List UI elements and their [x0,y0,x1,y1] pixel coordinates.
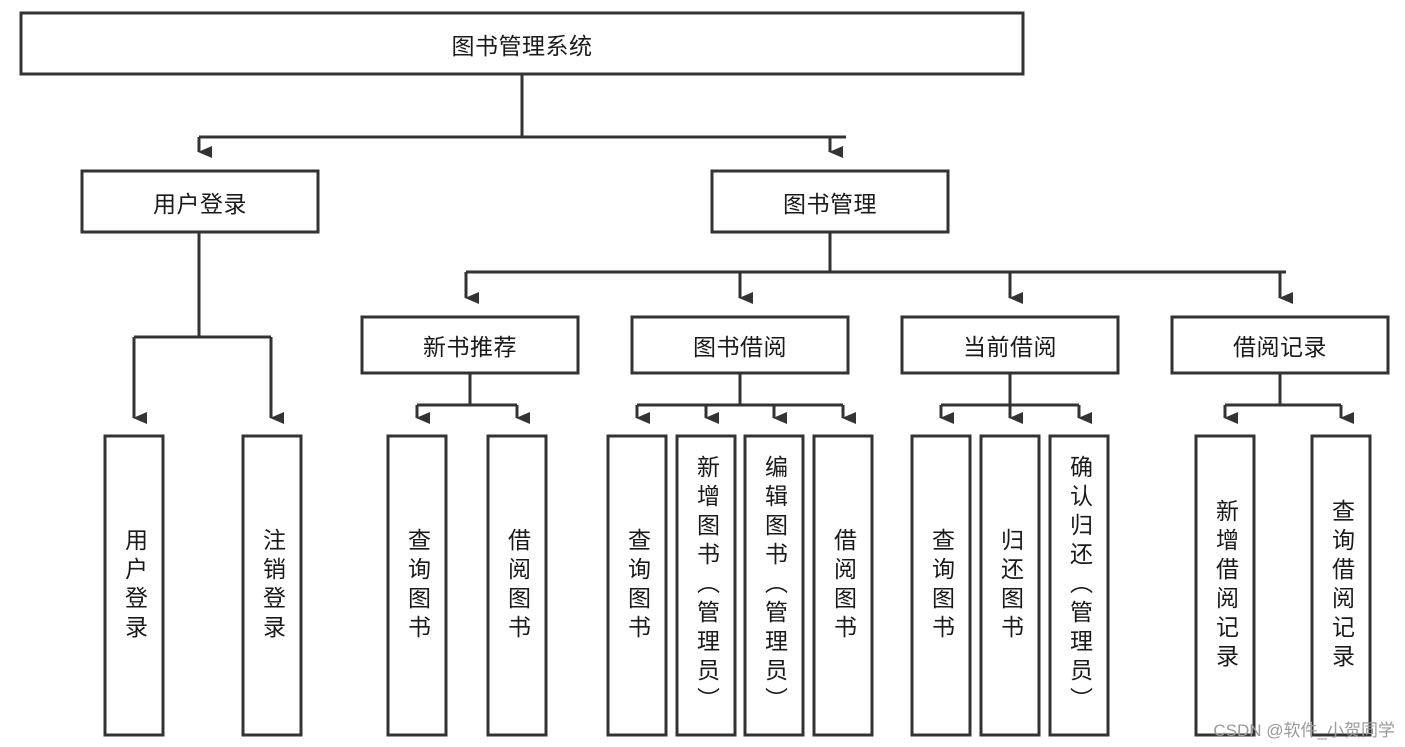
node-box-leaf-query-book-1[interactable] [386,434,448,737]
node-box-leaf-confirm-return[interactable] [1048,434,1110,737]
node-box-book-borrow[interactable] [630,315,850,375]
node-box-leaf-query-record[interactable] [1310,434,1372,737]
node-box-leaf-query-book-2[interactable] [606,434,668,737]
node-box-leaf-borrow-book-1[interactable] [486,434,548,737]
node-box-leaf-add-book[interactable] [675,434,737,737]
node-box-user-login[interactable] [80,169,320,234]
connector-borrowrecord-to-leaves [1223,373,1354,424]
node-box-root[interactable] [19,11,1025,76]
node-box-leaf-edit-book[interactable] [743,434,805,737]
connector-currentborrow-to-leaves [939,373,1092,424]
node-box-leaf-return-book[interactable] [979,434,1041,737]
connector-bookmanagement-to-level3 [464,232,1293,304]
node-box-current-borrow[interactable] [900,315,1120,375]
node-box-book-management[interactable] [710,169,950,234]
node-box-borrow-record[interactable] [1170,315,1390,375]
connector-userlogin-to-leaves [132,232,284,424]
node-box-new-book-recommend[interactable] [360,315,580,375]
node-box-leaf-query-book-3[interactable] [910,434,972,737]
connector-root-to-level2 [197,74,846,158]
node-box-leaf-logout-login[interactable] [241,434,303,737]
node-box-leaf-user-login[interactable] [103,434,165,737]
connector-newbook-to-leaves [415,373,530,424]
node-box-leaf-borrow-book-2[interactable] [812,434,874,737]
connector-bookborrow-to-leaves [635,373,856,424]
node-box-leaf-add-record[interactable] [1194,434,1256,737]
